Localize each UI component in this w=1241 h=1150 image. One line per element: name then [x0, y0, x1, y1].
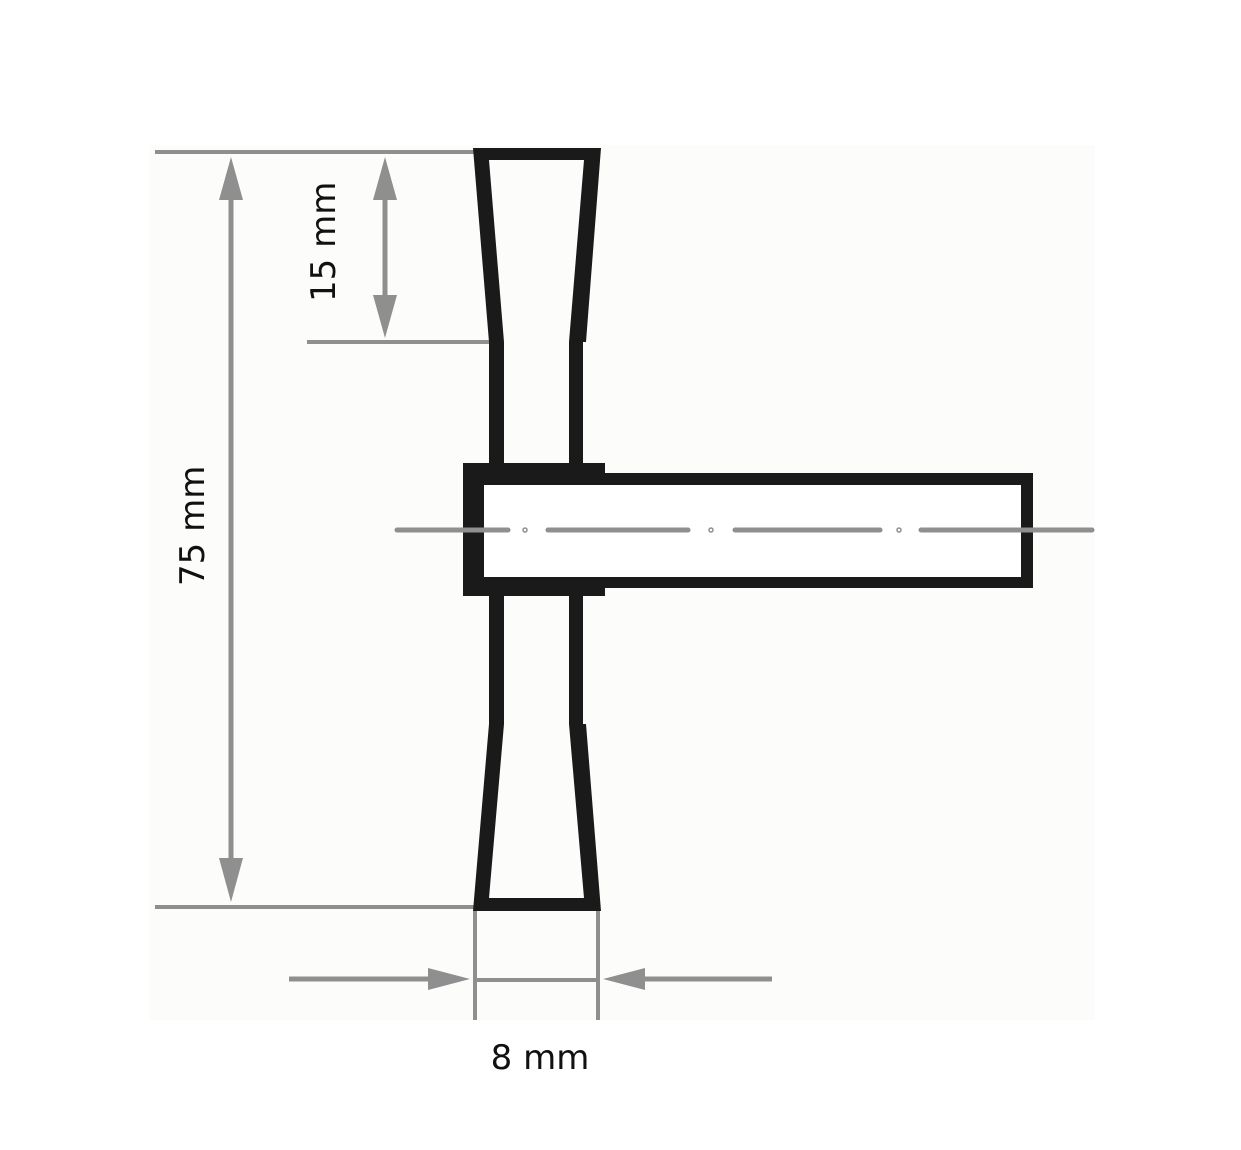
- brush-bottom-section: [473, 593, 601, 911]
- center-line: [394, 527, 1095, 533]
- extension-lines: [155, 150, 600, 1020]
- dimension-15mm-line: [373, 157, 397, 338]
- dimension-75mm-line: [219, 157, 243, 902]
- dimension-8mm-line: [289, 968, 772, 990]
- dimension-label-75mm: 75 mm: [173, 465, 213, 586]
- dimension-label-15mm: 15 mm: [304, 181, 344, 302]
- dimension-label-8mm: 8 mm: [490, 1038, 590, 1078]
- brush-top-section: [473, 148, 601, 466]
